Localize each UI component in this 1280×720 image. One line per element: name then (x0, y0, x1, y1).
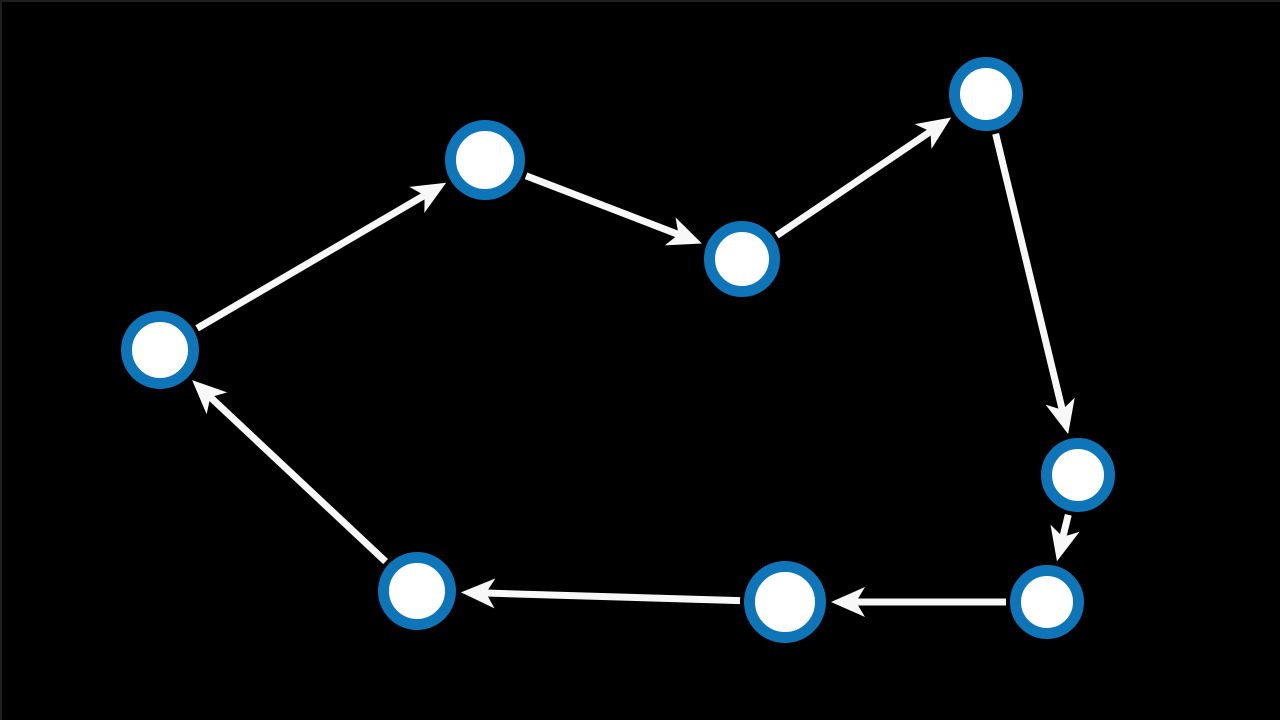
edge-arrowhead-icon (914, 117, 952, 149)
graph-node[interactable] (744, 561, 826, 643)
edge-arrowhead-icon (409, 182, 447, 213)
node-ring (744, 561, 826, 643)
edge-arrowhead-icon (460, 578, 496, 609)
edge-shaft (195, 192, 427, 332)
graph-edge (460, 578, 741, 609)
edge-shaft (1059, 513, 1072, 538)
node-ring (949, 57, 1023, 131)
node-ring (445, 120, 525, 200)
edge-shaft (774, 128, 933, 239)
graph-node[interactable] (704, 221, 780, 297)
node-ring (121, 311, 199, 389)
graph-node[interactable] (378, 552, 456, 630)
graph-edge (524, 172, 702, 246)
node-ring (378, 552, 456, 630)
graph-node[interactable] (1010, 565, 1084, 639)
edges-layer (192, 117, 1080, 617)
edge-shaft (992, 133, 1066, 411)
edge-arrowhead-icon (1045, 397, 1075, 435)
edge-arrowhead-icon (1050, 524, 1080, 562)
edge-arrowhead-icon (192, 380, 228, 415)
graph-edge (192, 380, 389, 565)
graph-node[interactable] (1041, 438, 1115, 512)
graph-edge (195, 182, 447, 332)
graph-node[interactable] (445, 120, 525, 200)
nodes-layer (121, 57, 1115, 643)
node-ring (1041, 438, 1115, 512)
graph-edge (992, 133, 1075, 435)
graph-edge (1050, 513, 1080, 562)
edge-arrowhead-icon (664, 217, 702, 246)
graph-node[interactable] (121, 311, 199, 389)
graph-edge (831, 587, 1006, 617)
edge-shaft (524, 172, 680, 238)
edge-arrowhead-icon (831, 587, 865, 617)
edge-shaft (485, 589, 741, 605)
graph-node[interactable] (949, 57, 1023, 131)
node-ring (704, 221, 780, 297)
node-ring (1010, 565, 1084, 639)
graph-edge (774, 117, 952, 239)
edge-shaft (207, 394, 389, 565)
